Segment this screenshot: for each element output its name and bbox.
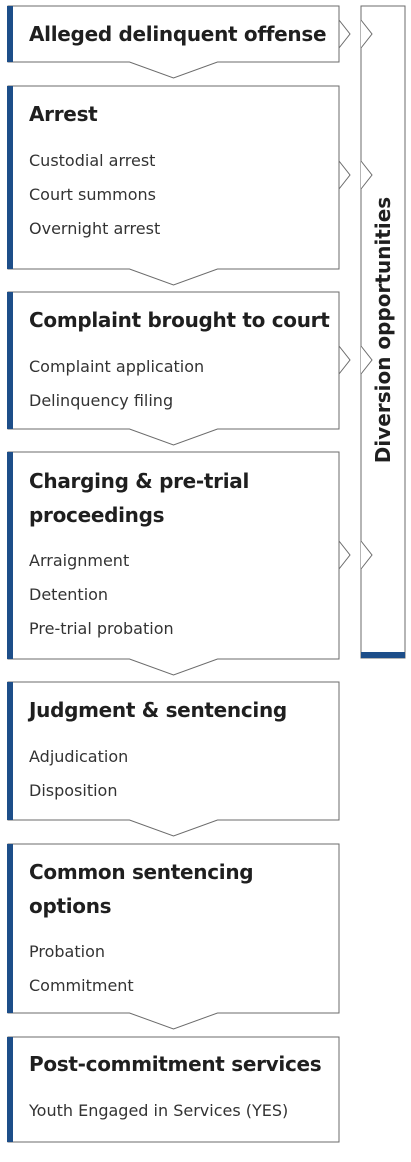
stage-box: [7, 291, 340, 446]
stage-item: Delinquency filing: [29, 391, 174, 410]
stage-title: options: [29, 894, 112, 918]
stage-item: Youth Engaged in Services (YES): [29, 1101, 289, 1120]
stage-item: Overnight arrest: [29, 219, 161, 238]
diversion-chevron: [360, 540, 373, 570]
stage-item: Detention: [29, 585, 109, 604]
stage-item: Disposition: [29, 781, 118, 800]
diversion-label: Diversion opportunities: [371, 196, 395, 464]
stage-box: [7, 5, 340, 79]
stage-item: Pre-trial probation: [29, 619, 174, 638]
stage-accent-bar: [7, 452, 13, 659]
diversion-bracket: [360, 5, 406, 659]
stage-item: Complaint application: [29, 357, 205, 376]
stage-item: Probation: [29, 942, 105, 961]
stage-accent-bar: [7, 292, 13, 429]
diversion-accent-bar: [361, 652, 405, 658]
stage-box: [7, 681, 340, 837]
stage-title: proceedings: [29, 503, 165, 527]
connector-chevron: [338, 19, 351, 49]
stage-title: Alleged delinquent offense: [29, 22, 327, 46]
diversion-chevron: [360, 345, 373, 375]
stage-title: Judgment & sentencing: [29, 698, 287, 722]
stage-accent-bar: [7, 86, 13, 269]
stage-item: Arraignment: [29, 551, 130, 570]
diversion-chevron: [360, 19, 373, 49]
stage-accent-bar: [7, 1037, 13, 1142]
stage-accent-bar: [7, 844, 13, 1013]
diversion-chevron: [360, 160, 373, 190]
connector-chevron: [338, 345, 351, 375]
stage-title: Common sentencing: [29, 860, 254, 884]
stage-box: [7, 451, 340, 676]
stage-accent-bar: [7, 6, 13, 62]
stage-item: Adjudication: [29, 747, 129, 766]
connector-chevron: [338, 160, 351, 190]
stage-item: Custodial arrest: [29, 151, 156, 170]
stage-title: Arrest: [29, 102, 98, 126]
stage-box: [7, 85, 340, 286]
stage-title: Complaint brought to court: [29, 308, 330, 332]
stage-item: Commitment: [29, 976, 134, 995]
stage-box: [7, 843, 340, 1030]
stage-accent-bar: [7, 682, 13, 820]
stage-title: Post-commitment services: [29, 1052, 322, 1076]
connector-chevron: [338, 540, 351, 570]
stage-title: Charging & pre-trial: [29, 469, 250, 493]
stage-item: Court summons: [29, 185, 156, 204]
